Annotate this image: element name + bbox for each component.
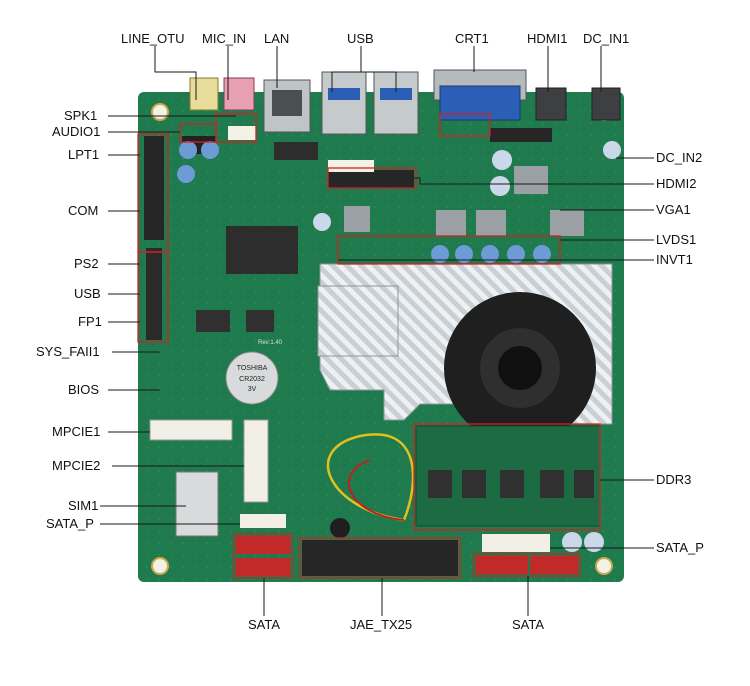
label-crt1: CRT1 — [455, 31, 489, 46]
usb-port-icon — [328, 88, 360, 100]
label-vga1: VGA1 — [656, 202, 691, 217]
mount-hole-icon — [151, 103, 169, 121]
label-hdmi2: HDMI2 — [656, 176, 697, 191]
revision-text: Rev:1.40 — [258, 340, 283, 346]
capacitors — [177, 141, 621, 552]
label-sata-bottom-right: SATA — [512, 617, 545, 632]
label-line-out: LINE_OTU — [121, 31, 185, 46]
cable-icon — [327, 433, 415, 522]
label-mpcie1: MPCIE1 — [52, 424, 101, 439]
highlight-audio1 — [179, 123, 217, 143]
label-sys-fan1: SYS_FAII1 — [36, 344, 100, 359]
dc-jack-icon — [591, 87, 621, 121]
label-invt1: INVT1 — [656, 252, 693, 267]
label-mic-in: MIC_IN — [202, 31, 247, 46]
battery-volt-text: 3V — [248, 386, 257, 393]
leader-lines — [100, 46, 654, 616]
highlight-sata-right — [473, 553, 581, 577]
label-audio1: AUDIO1 — [52, 124, 101, 139]
label-lan: LAN — [264, 31, 290, 46]
chip-icon — [226, 226, 298, 274]
label-jae-tx25: JAE_TX25 — [350, 617, 413, 632]
label-sata-p-left: SATA_P — [46, 516, 94, 531]
mic-in-jack-icon — [223, 77, 255, 111]
label-mpcie2: MPCIE2 — [52, 458, 101, 473]
label-lpt1: LPT1 — [68, 147, 100, 162]
hdmi-port-icon — [535, 87, 567, 121]
label-usb-top: USB — [347, 31, 374, 46]
label-spk1: SPK1 — [64, 108, 98, 123]
mount-hole-icon — [151, 557, 169, 575]
label-dc-in2: DC_IN2 — [656, 150, 703, 165]
battery-brand-text: TOSHIBA — [237, 365, 268, 372]
line-out-jack-icon — [189, 77, 219, 111]
label-lvds1: LVDS1 — [656, 232, 697, 247]
bottom-connectors — [236, 514, 578, 576]
label-com: COM — [68, 203, 99, 218]
label-hdmi1: HDMI1 — [527, 31, 568, 46]
lan-port-icon — [272, 90, 302, 116]
highlight-ps2-usb-fp — [137, 251, 169, 343]
cmos-battery: TOSHIBA CR2032 3V Rev:1.40 — [225, 340, 283, 405]
label-ddr3: DDR3 — [656, 472, 692, 487]
mpcie-slots — [149, 419, 269, 537]
label-sata-p-right: SATA_P — [656, 540, 704, 555]
highlight-sata-left — [233, 533, 293, 579]
coin-battery-icon — [225, 351, 279, 405]
battery-model-text: CR2032 — [239, 376, 265, 383]
sim-slot-icon — [175, 471, 219, 537]
label-sim1: SIM1 — [68, 498, 99, 513]
heatsink — [317, 263, 613, 444]
highlight-lvds-invt — [337, 235, 561, 265]
label-sata-bottom-left: SATA — [248, 617, 281, 632]
buzzer-icon — [330, 518, 350, 538]
highlight-ddr3 — [413, 423, 601, 531]
label-fp1: FP1 — [78, 314, 102, 329]
vga-port-icon — [439, 85, 521, 121]
label-bios: BIOS — [68, 382, 100, 397]
label-dc-in1: DC_IN1 — [583, 31, 630, 46]
rear-io — [189, 69, 621, 135]
label-ps2: PS2 — [74, 256, 99, 271]
label-usb-left: USB — [74, 286, 101, 301]
ics — [196, 128, 584, 332]
ddr3-slot — [415, 425, 601, 527]
usb-port-icon — [380, 88, 412, 100]
highlight-crt1 — [439, 113, 491, 137]
highlight-jae — [299, 537, 461, 579]
mount-hole-icon — [595, 557, 613, 575]
